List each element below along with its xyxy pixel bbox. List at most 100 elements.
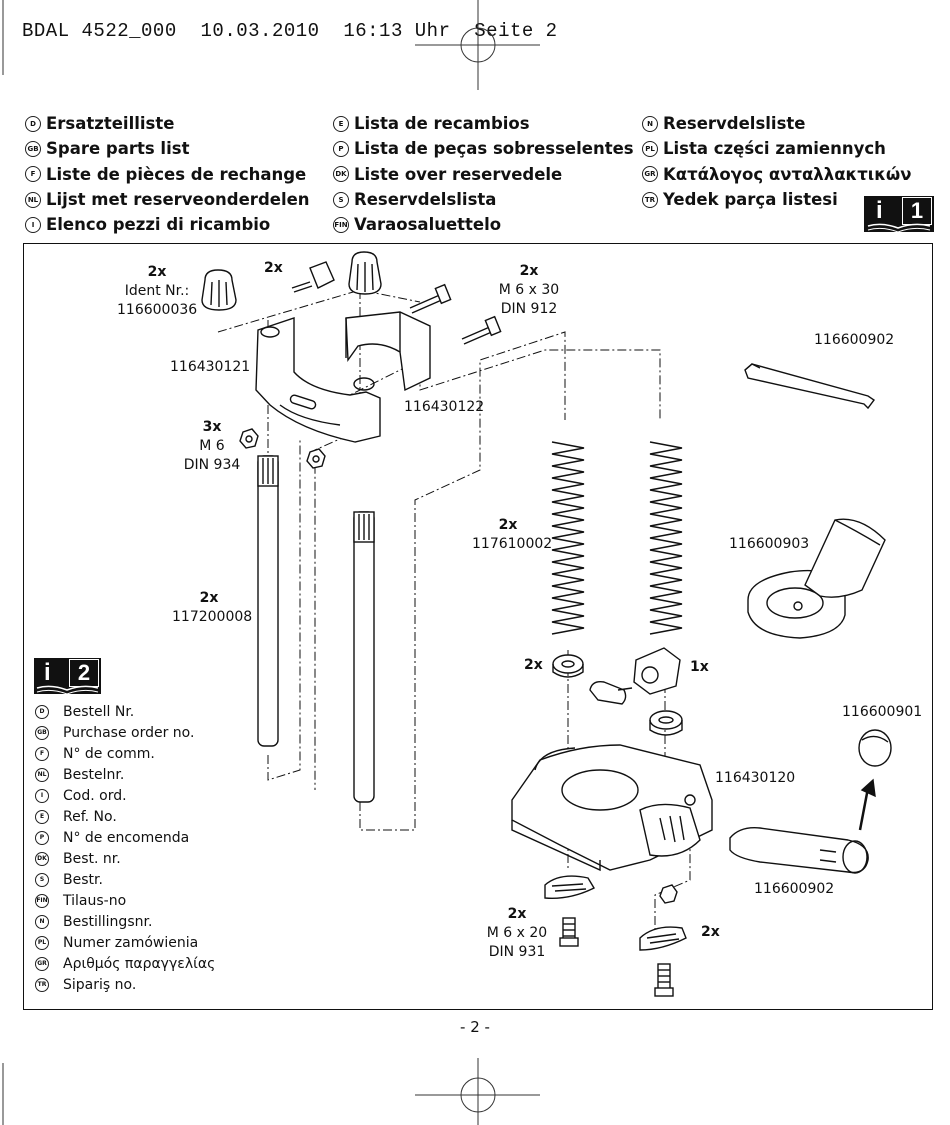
- legend-text: Best. nr.: [63, 850, 121, 867]
- lang-badge: PL: [35, 935, 49, 950]
- title-text: Elenco pezzi di ricambio: [46, 215, 271, 235]
- legend-text: Numer zamówienia: [63, 934, 199, 951]
- title-text: Varaosaluettelo: [354, 215, 502, 235]
- book-letter: i: [44, 659, 51, 686]
- part-label-clamp: 1x: [690, 658, 709, 677]
- part-label-feet: 2x: [701, 923, 720, 942]
- legend-row: GB Purchase order no.: [35, 722, 215, 743]
- legend-row: N Bestillingsnr.: [35, 911, 215, 932]
- part-label-bracket-right: 116430122: [404, 399, 485, 415]
- title-text: Ersatzteilliste: [46, 114, 175, 134]
- lang-badge: FIN: [333, 216, 349, 233]
- legend-text: N° de comm.: [63, 745, 155, 762]
- part-label-screw-bottom: 2x M 6 x 20 DIN 931: [486, 905, 548, 962]
- title-text: Κατάλογος ανταλλακτικών: [663, 164, 912, 184]
- part-label-screws-top: 2x M 6 x 30 DIN 912: [496, 262, 562, 319]
- title-row: F Liste de pièces de rechange: [25, 162, 310, 187]
- legend-text: Cod. ord.: [63, 787, 127, 804]
- lang-badge: F: [25, 166, 41, 183]
- lang-badge: I: [25, 216, 41, 233]
- part-label-rod: 2x 117200008: [172, 589, 252, 627]
- title-row: I Elenco pezzi di ricambio: [25, 212, 310, 237]
- quantity-text: 2x: [147, 264, 167, 280]
- quantity-text: 2x: [498, 517, 518, 533]
- lang-badge: TR: [35, 977, 49, 992]
- lang-badge: P: [333, 140, 349, 157]
- book-pages-icon: [867, 223, 931, 232]
- part-label-bracket-left: 116430121: [170, 359, 251, 375]
- quantity-text: 2x: [701, 924, 720, 940]
- lang-badge: P: [35, 830, 49, 845]
- legend-text: Bestillingsnr.: [63, 913, 153, 930]
- legend-text: Purchase order no.: [63, 724, 195, 741]
- lang-badge: GB: [35, 725, 49, 740]
- part-label-washer: 2x: [524, 656, 543, 675]
- part-label-dust-hood: 116600903: [729, 536, 810, 552]
- title-text: Lista de peças sobresselentes: [354, 139, 634, 159]
- legend-text: Tilaus-no: [63, 892, 127, 909]
- legend-row: NL Bestelnr.: [35, 764, 215, 785]
- titles-column-2: E Lista de recambios P Lista de peças sobr…: [333, 111, 634, 237]
- part-label-hex-key: 116600902: [814, 332, 895, 348]
- title-text: Lijst met reserveonderdelen: [46, 190, 310, 210]
- lang-badge: S: [35, 872, 49, 887]
- quantity-text: 2x: [199, 590, 219, 606]
- legend-row: F N° de comm.: [35, 743, 215, 764]
- legend-text: Ref. No.: [63, 808, 117, 825]
- quantity-text: 2x: [507, 906, 527, 922]
- document-header: BDAL 4522_000 10.03.2010 16:13 Uhr Seite…: [22, 20, 558, 42]
- lang-badge: E: [333, 115, 349, 132]
- parts-diagram-frame: [23, 243, 933, 1010]
- legend-text: Bestell Nr.: [63, 703, 135, 720]
- lang-badge: GB: [25, 140, 41, 157]
- title-row: FIN Varaosaluettelo: [333, 212, 634, 237]
- ident-text: Ident Nr.:: [124, 283, 190, 299]
- part-label-base: 116430120: [715, 770, 796, 786]
- title-row: E Lista de recambios: [333, 111, 634, 136]
- part-number: 117200008: [172, 609, 253, 625]
- title-row: P Lista de peças sobresselentes: [333, 136, 634, 161]
- legend-text: Bestr.: [63, 871, 103, 888]
- quantity-text: 1x: [690, 659, 709, 675]
- lang-badge: N: [35, 914, 49, 929]
- book-letter: i: [876, 197, 883, 224]
- lang-badge: F: [35, 746, 49, 761]
- part-number: 116600036: [117, 302, 198, 318]
- lang-badge: NL: [35, 767, 49, 782]
- legend-text: N° de encomenda: [63, 829, 190, 846]
- title-text: Reservdelslista: [354, 190, 497, 210]
- din-text: DIN 912: [500, 301, 558, 317]
- legend-row: S Bestr.: [35, 869, 215, 890]
- info-book-badge-2: i 2: [34, 658, 101, 694]
- size-text: M 6: [199, 438, 225, 454]
- lang-badge: FIN: [35, 893, 49, 908]
- title-text: Lista de recambios: [354, 114, 530, 134]
- legend-text: Bestelnr.: [63, 766, 125, 783]
- quantity-text: 3x: [202, 419, 222, 435]
- part-number: 117610002: [472, 536, 553, 552]
- info-book-badge-1: i 1: [864, 196, 934, 232]
- title-text: Liste de pièces de rechange: [46, 164, 307, 184]
- legend-text: Αριθμός παραγγελίας: [63, 955, 216, 972]
- part-label-spring: 2x 117610002: [472, 516, 552, 554]
- book-pages-icon: [36, 685, 99, 694]
- legend-text: Sipariş no.: [63, 976, 137, 993]
- size-text: M 6 x 20: [486, 925, 548, 941]
- lang-badge: TR: [642, 191, 658, 208]
- title-text: Reservdelsliste: [663, 114, 806, 134]
- din-text: DIN 934: [183, 457, 241, 473]
- legend-row: TR Sipariş no.: [35, 974, 215, 995]
